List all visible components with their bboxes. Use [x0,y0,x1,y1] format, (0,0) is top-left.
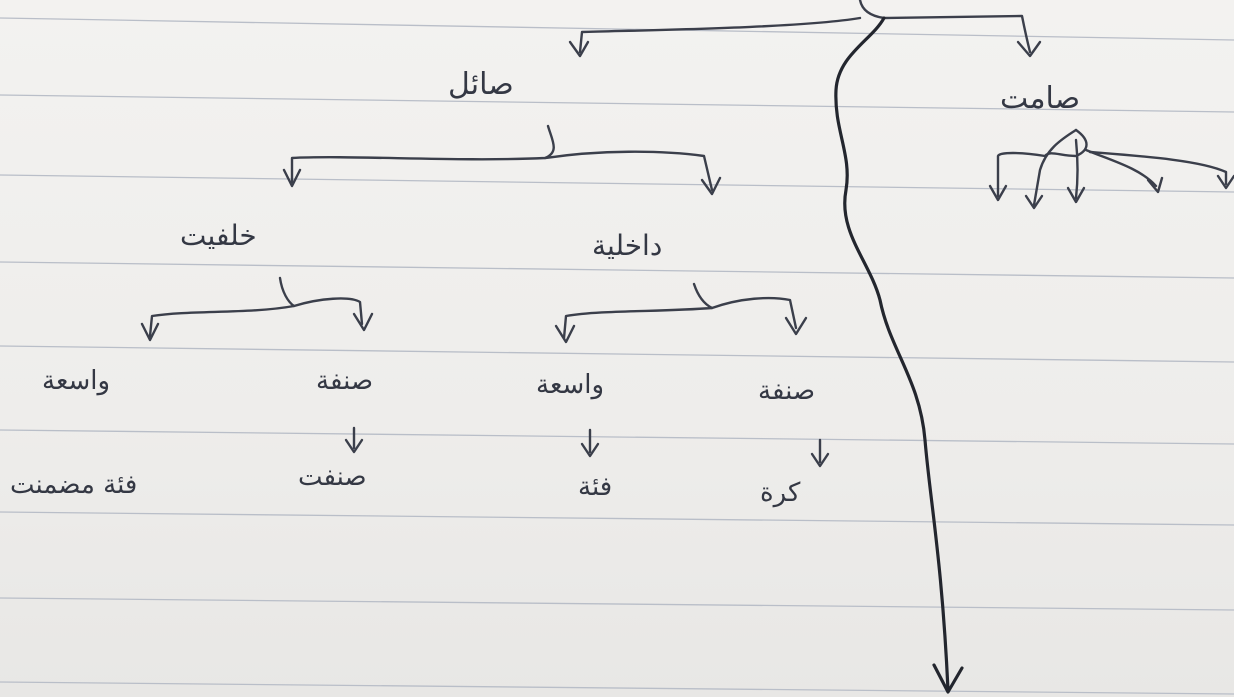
node-internal-wide: واسعة [536,370,605,400]
node-internal-narrow: صنفة [758,376,816,406]
node-right-root: صامت [1000,81,1081,116]
item-ball: كرة [760,478,801,508]
branch-l1 [290,124,555,184]
branch-l2-right [562,282,714,340]
branch-l2-left [148,276,296,338]
node-left-root: صائل [448,67,514,102]
node-external-wide: واسعة [42,366,111,396]
node-internal: داخلية [592,229,663,262]
arrow-root-right [1016,40,1042,58]
item-group: فئة [578,472,613,502]
node-external: خلفيت [180,219,257,252]
item-external-narrow: صنفت [298,462,367,492]
right-node-spread [1032,128,1078,207]
divider-arrowhead [932,663,964,694]
arrow-root-left [568,40,590,58]
node-external-narrow: صنفة [316,366,374,396]
divider-line [834,16,950,692]
top-connector [858,0,1032,54]
top-left-connector [578,16,862,54]
item-external-wide: فئة مضمنت [10,470,138,500]
